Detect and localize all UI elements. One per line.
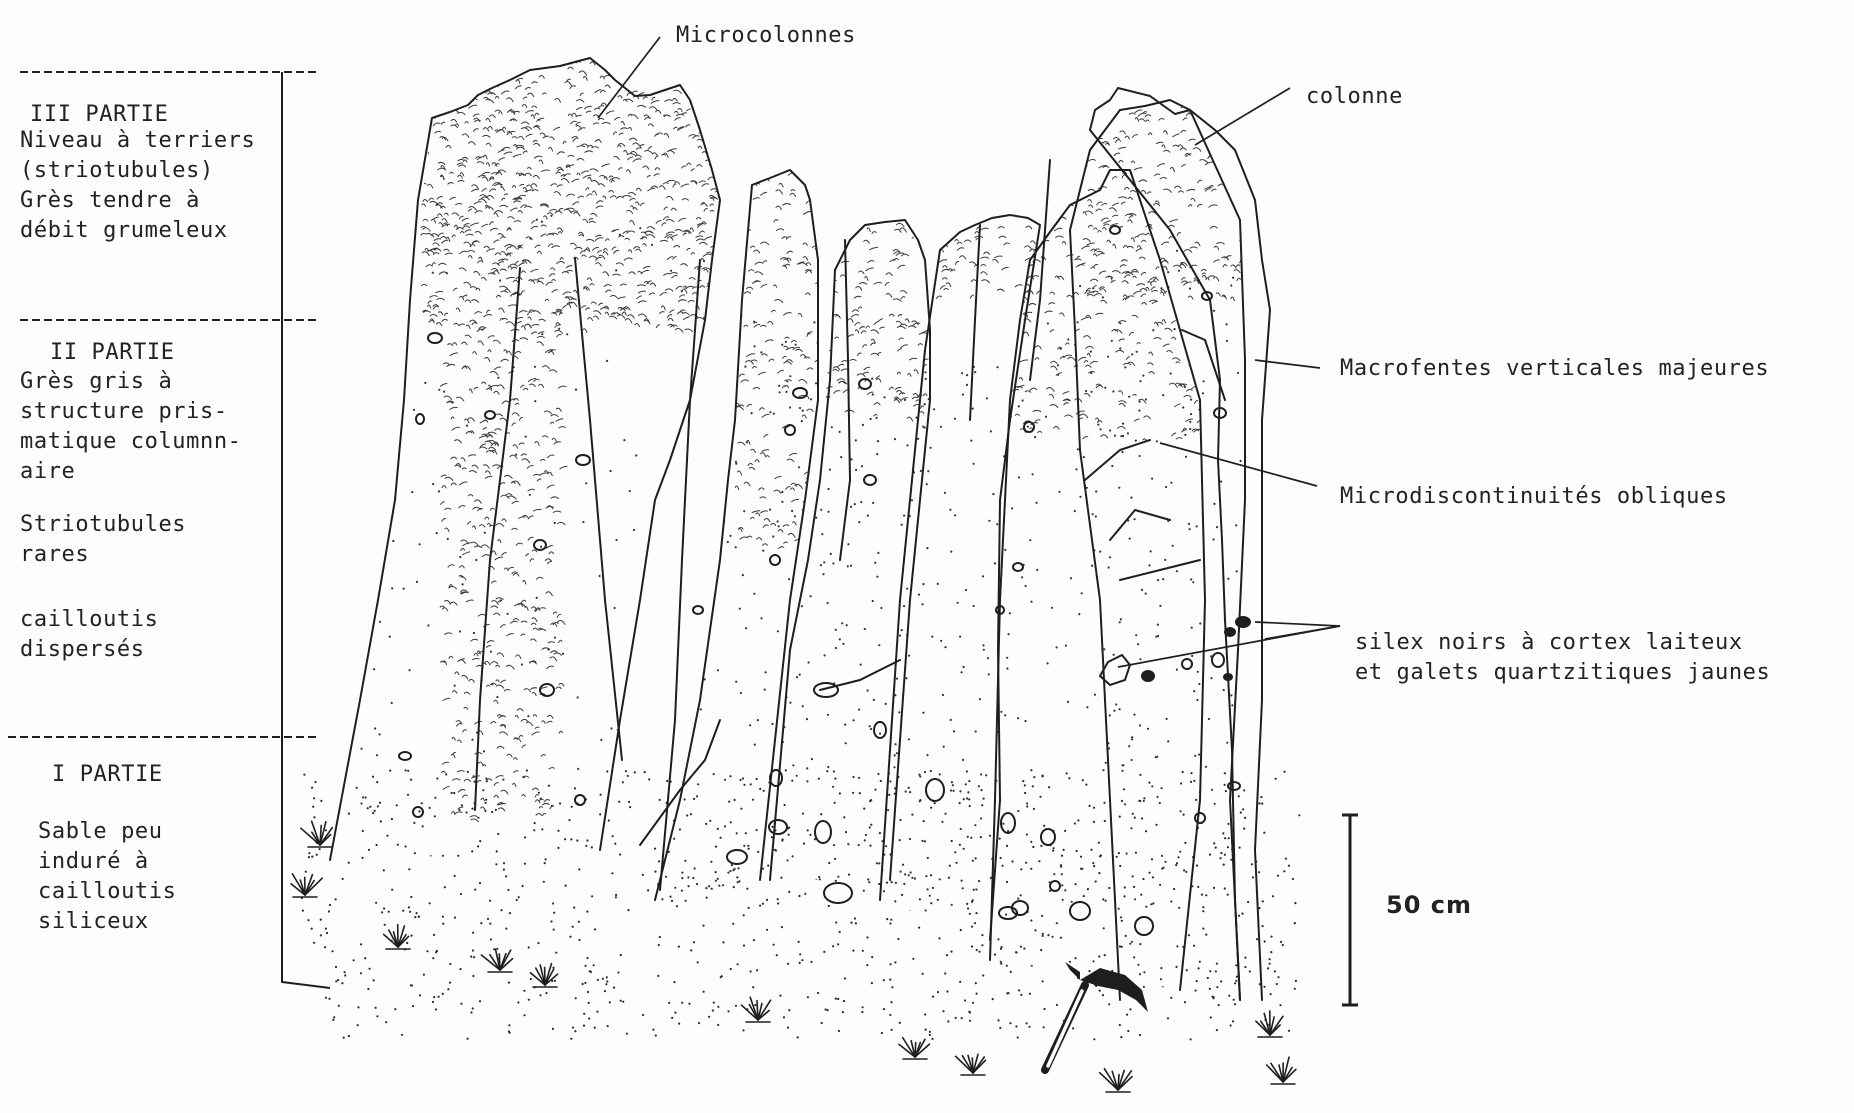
label-microdiscontinuites: Microdiscontinuités obliques [1340, 482, 1728, 512]
black-flints [1100, 616, 1251, 685]
stratum-bracket [282, 72, 330, 988]
microdiscontinuity-1 [1085, 440, 1150, 480]
crack-1 [475, 268, 520, 810]
scale-label: 50 cm [1386, 891, 1472, 919]
leader-macrofentes [1255, 360, 1320, 368]
sand-dots [301, 769, 1301, 1040]
column-6-outline [1070, 100, 1245, 1000]
column-dots [329, 211, 1246, 997]
grumeleux-texture [420, 58, 1250, 822]
leader-microcolonnes [598, 37, 660, 118]
crack-4 [840, 240, 850, 560]
part-ii-note-striotubules: Striotubules rares [20, 510, 186, 570]
label-silex: silex noirs à cortex laiteux et galets q… [1355, 628, 1770, 688]
leader-lines [598, 37, 1340, 667]
part-i-title: I PARTIE [52, 760, 163, 790]
part-ii-title: II PARTIE [50, 338, 175, 368]
part-ii-description: Grès gris à structure pris- matique colu… [20, 367, 242, 487]
pick-hammer-icon [1045, 962, 1148, 1070]
part-iii-description: Niveau à terriers (striotubules) Grès te… [20, 126, 255, 246]
pebbles [399, 226, 1240, 935]
label-colonne: colonne [1306, 82, 1403, 112]
crack-2 [575, 258, 622, 760]
microdiscontinuity-3 [1120, 560, 1200, 580]
label-microcolonnes: Microcolonnes [676, 21, 856, 51]
part-ii-note-cailloutis: cailloutis dispersés [20, 605, 158, 665]
leader-colonne [1195, 88, 1290, 145]
label-macrofentes: Macrofentes verticales majeures [1340, 354, 1769, 384]
oblique-fissure-1 [640, 720, 720, 845]
crack-5 [970, 225, 980, 420]
part-i-description: Sable peu induré à cailloutis siliceux [38, 817, 176, 937]
scale-bar [1342, 815, 1358, 1005]
leader-microdiscontinuites [1160, 443, 1317, 486]
grass-tufts [291, 821, 1296, 1092]
microdiscontinuity-2 [1110, 510, 1170, 540]
leader-silex-1 [1255, 622, 1340, 626]
